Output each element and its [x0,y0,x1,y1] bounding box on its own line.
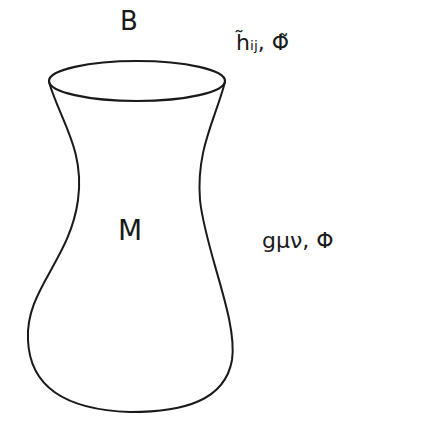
bulk-field-label: gμν, Φ [262,228,334,253]
boundary-label: B [120,6,138,36]
boundary-ellipse [49,61,225,101]
manifold-region: M [60,140,200,320]
boundary-field-label: h̃ᵢⱼ, Φ̃ [236,30,289,55]
region-name: M [118,214,142,247]
manifold-outline [28,82,233,412]
